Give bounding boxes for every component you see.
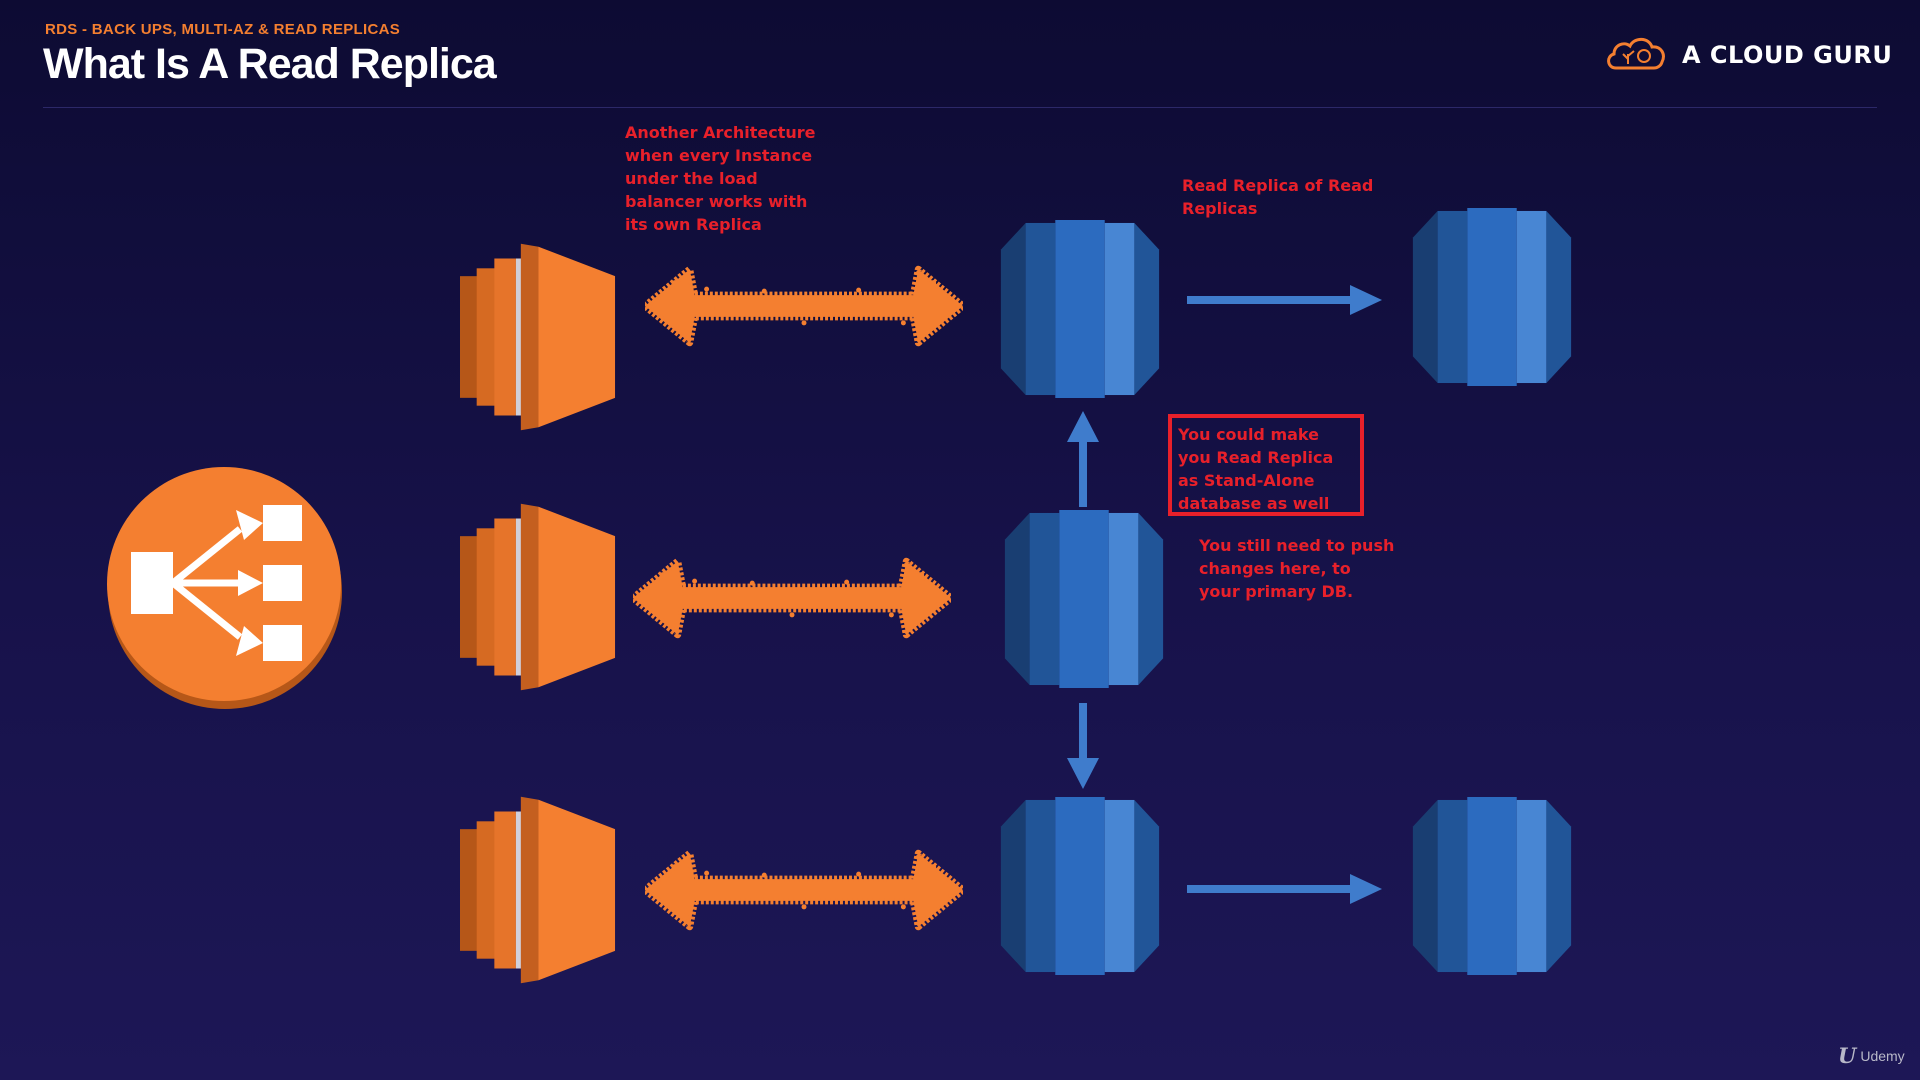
replication-arrow-down bbox=[1067, 703, 1099, 789]
replication-arrow-right bbox=[1187, 874, 1382, 904]
rds-database-icon bbox=[1000, 797, 1160, 975]
bidirectional-arrow-icon bbox=[645, 269, 963, 343]
replication-arrow-up bbox=[1067, 411, 1099, 507]
bidirectional-arrow-icon bbox=[645, 853, 963, 927]
standalone-note-box: You could make you Read Replica as Stand… bbox=[1168, 414, 1364, 516]
ec2-instance-icon bbox=[460, 503, 616, 691]
header-divider bbox=[43, 107, 1877, 108]
rds-database-icon bbox=[1412, 797, 1572, 975]
standalone-note-text: You could make you Read Replica as Stand… bbox=[1178, 425, 1334, 513]
replica-chain-note: Read Replica of Read Replicas bbox=[1182, 176, 1374, 218]
rds-database-icon bbox=[1412, 208, 1572, 386]
udemy-label: Udemy bbox=[1860, 1047, 1905, 1064]
udemy-watermark: U Udemy bbox=[1838, 1043, 1905, 1068]
ec2-instance-icon bbox=[460, 796, 616, 984]
rds-database-icon bbox=[1000, 220, 1160, 398]
replication-arrow-right bbox=[1187, 285, 1382, 315]
rds-database-icon bbox=[1004, 510, 1164, 688]
header-subtitle: RDS - BACK UPS, MULTI-AZ & READ REPLICAS bbox=[45, 21, 401, 38]
brand: A CLOUD GURU bbox=[1604, 34, 1892, 76]
udemy-logo-icon: U bbox=[1838, 1043, 1857, 1068]
elastic-load-balancer-icon bbox=[107, 467, 342, 709]
page-title: What Is A Read Replica bbox=[43, 40, 497, 88]
ec2-instance-icon bbox=[460, 243, 616, 431]
push-changes-note: You still need to push changes here, to … bbox=[1199, 536, 1395, 601]
cloud-icon bbox=[1607, 37, 1665, 70]
bidirectional-arrow-icon bbox=[633, 561, 951, 635]
brand-name: A CLOUD GURU bbox=[1682, 41, 1893, 69]
architecture-note: Another Architecture when every Instance… bbox=[625, 123, 816, 234]
